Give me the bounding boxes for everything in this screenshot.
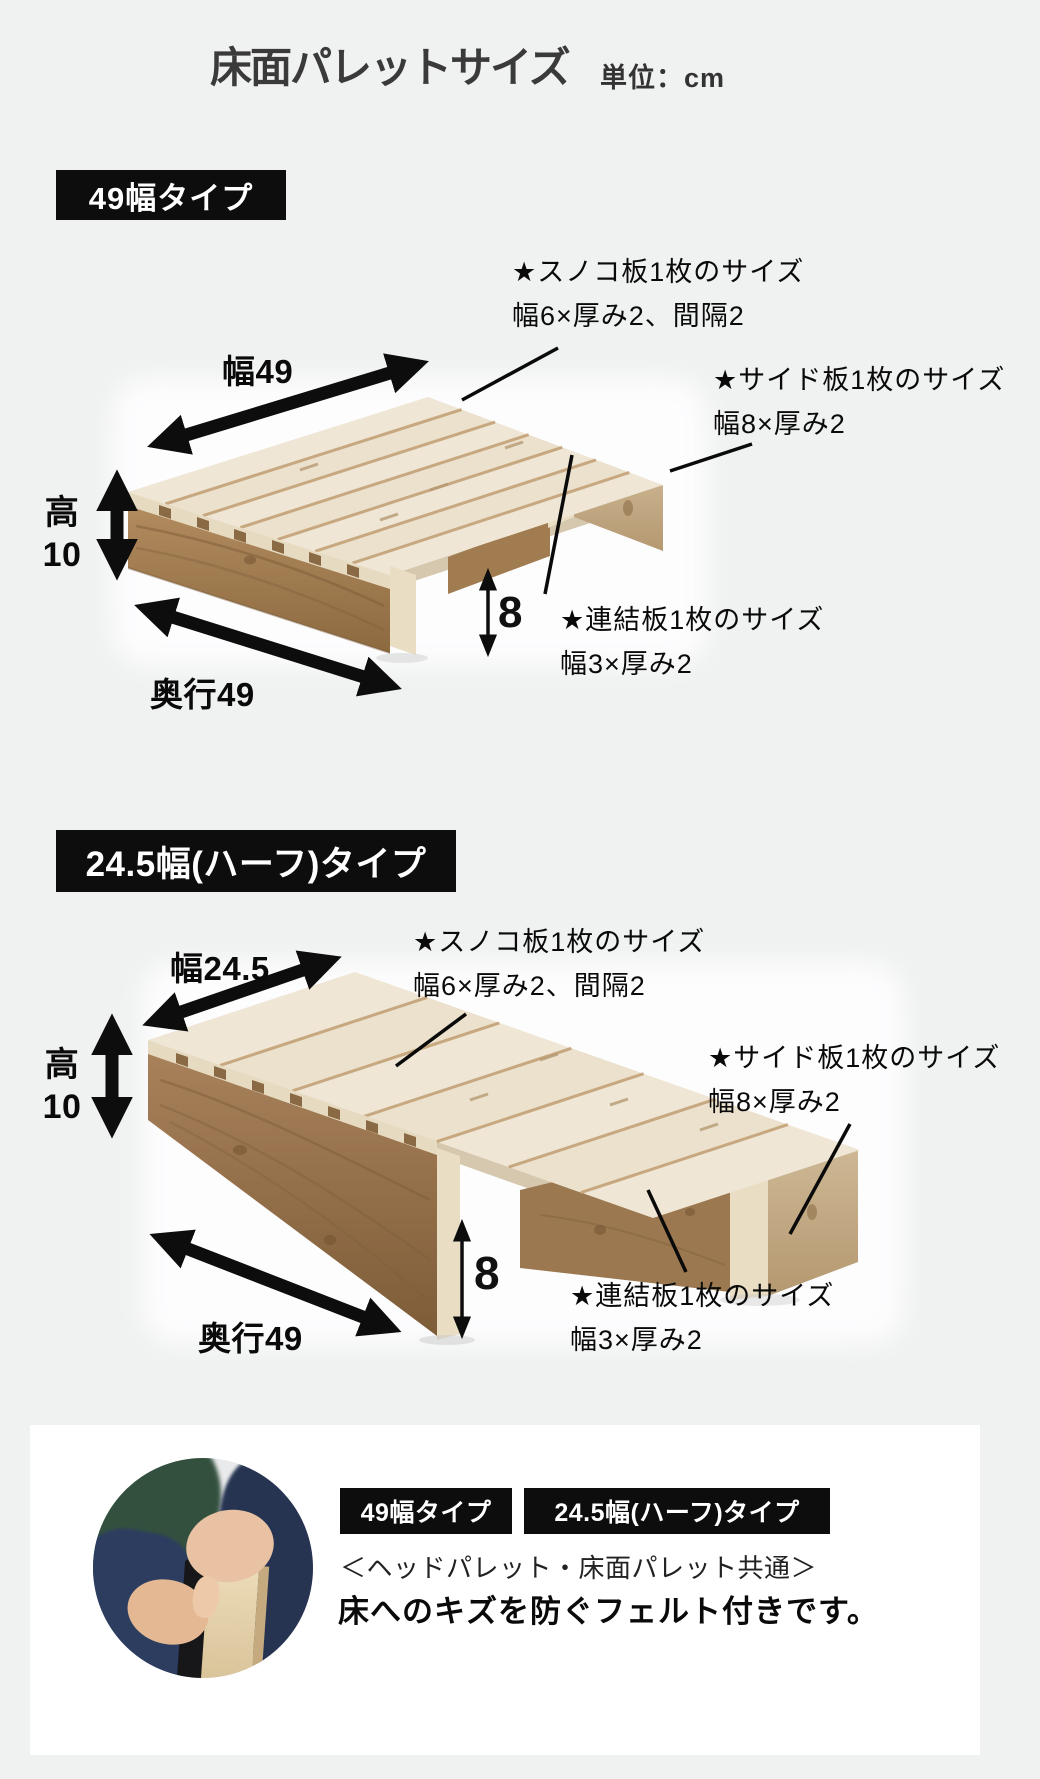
clearance-dim-245: 8 xyxy=(474,1247,500,1299)
note-connector-49: ★連結板1枚のサイズ 幅3×厚み2 xyxy=(560,598,824,686)
note-connector-49-line2: 幅3×厚み2 xyxy=(560,649,693,679)
height-dim-49-value: 10 xyxy=(42,536,82,574)
width-dim-245: 幅24.5 xyxy=(170,950,270,987)
section-label-49: 49幅タイプ xyxy=(56,170,286,220)
note-side-49-line1: ★サイド板1枚のサイズ xyxy=(713,365,1006,395)
footer-badge-49-text: 49幅タイプ xyxy=(360,1499,492,1527)
section-label-49-text: 49幅タイプ xyxy=(88,180,254,216)
feature-text: 床へのキズを防ぐフェルト付きです。 xyxy=(338,1594,879,1629)
note-side-49: ★サイド板1枚のサイズ 幅8×厚み2 xyxy=(713,358,1005,446)
unit-label: 単位：cm xyxy=(600,63,726,93)
felt-attachment-photo xyxy=(93,1458,313,1678)
note-side-245: ★サイド板1枚のサイズ 幅8×厚み2 xyxy=(708,1036,1000,1124)
width-arrow-49 xyxy=(147,353,429,455)
note-connector-49-line1: ★連結板1枚のサイズ xyxy=(560,605,825,635)
depth-dim-49: 奥行49 xyxy=(150,676,255,713)
depth-dim-245: 奥行49 xyxy=(198,1320,303,1357)
felt-feature-panel: 49幅タイプ 24.5幅(ハーフ)タイプ ＜ヘッドパレット・床面パレット共通＞ … xyxy=(30,1425,980,1755)
width-dim-49: 幅49 xyxy=(222,353,294,390)
footer-badge-245: 24.5幅(ハーフ)タイプ xyxy=(524,1488,830,1534)
depth-arrow-245 xyxy=(149,1229,402,1337)
height-dim-49-char: 高 xyxy=(44,494,80,532)
note-slat-49-line1: ★スノコ板1枚のサイズ xyxy=(512,257,805,287)
height-dim-245: 高 10 xyxy=(30,1044,94,1128)
note-slat-245-line2: 幅6×厚み2、間隔2 xyxy=(413,971,646,1001)
clearance-dim-49: 8 xyxy=(498,588,523,637)
page-title: 床面パレットサイズ xyxy=(210,44,571,91)
note-side-245-line2: 幅8×厚み2 xyxy=(708,1087,841,1117)
note-slat-245: ★スノコ板1枚のサイズ 幅6×厚み2、間隔2 xyxy=(413,920,705,1008)
note-slat-49: ★スノコ板1枚のサイズ 幅6×厚み2、間隔2 xyxy=(512,250,804,338)
height-dim-49: 高 10 xyxy=(30,492,94,576)
note-connector-245-line2: 幅3×厚み2 xyxy=(570,1325,703,1355)
section-label-245-text: 24.5幅(ハーフ)タイプ xyxy=(85,844,427,884)
depth-arrow-49 xyxy=(134,597,402,697)
clearance-arrows xyxy=(452,567,498,1340)
footer-badge-49: 49幅タイプ xyxy=(340,1488,512,1534)
note-connector-245-line1: ★連結板1枚のサイズ xyxy=(570,1281,835,1311)
note-side-49-line2: 幅8×厚み2 xyxy=(713,409,846,439)
dimension-arrows xyxy=(91,353,429,1337)
section-label-245: 24.5幅(ハーフ)タイプ xyxy=(56,830,456,892)
height-dim-245-value: 10 xyxy=(42,1088,82,1126)
slat-notches xyxy=(159,505,359,578)
footer-badge-245-text: 24.5幅(ハーフ)タイプ xyxy=(554,1499,800,1527)
common-note: ＜ヘッドパレット・床面パレット共通＞ xyxy=(340,1553,818,1583)
leader-lines xyxy=(394,346,852,1273)
note-side-245-line1: ★サイド板1枚のサイズ xyxy=(708,1043,1001,1073)
note-slat-49-line2: 幅6×厚み2、間隔2 xyxy=(512,301,745,331)
slat-notches xyxy=(176,1053,416,1147)
height-dim-245-char: 高 xyxy=(44,1046,80,1084)
note-slat-245-line1: ★スノコ板1枚のサイズ xyxy=(413,927,706,957)
width-arrow-245 xyxy=(142,950,342,1032)
note-connector-245: ★連結板1枚のサイズ 幅3×厚み2 xyxy=(570,1274,834,1362)
